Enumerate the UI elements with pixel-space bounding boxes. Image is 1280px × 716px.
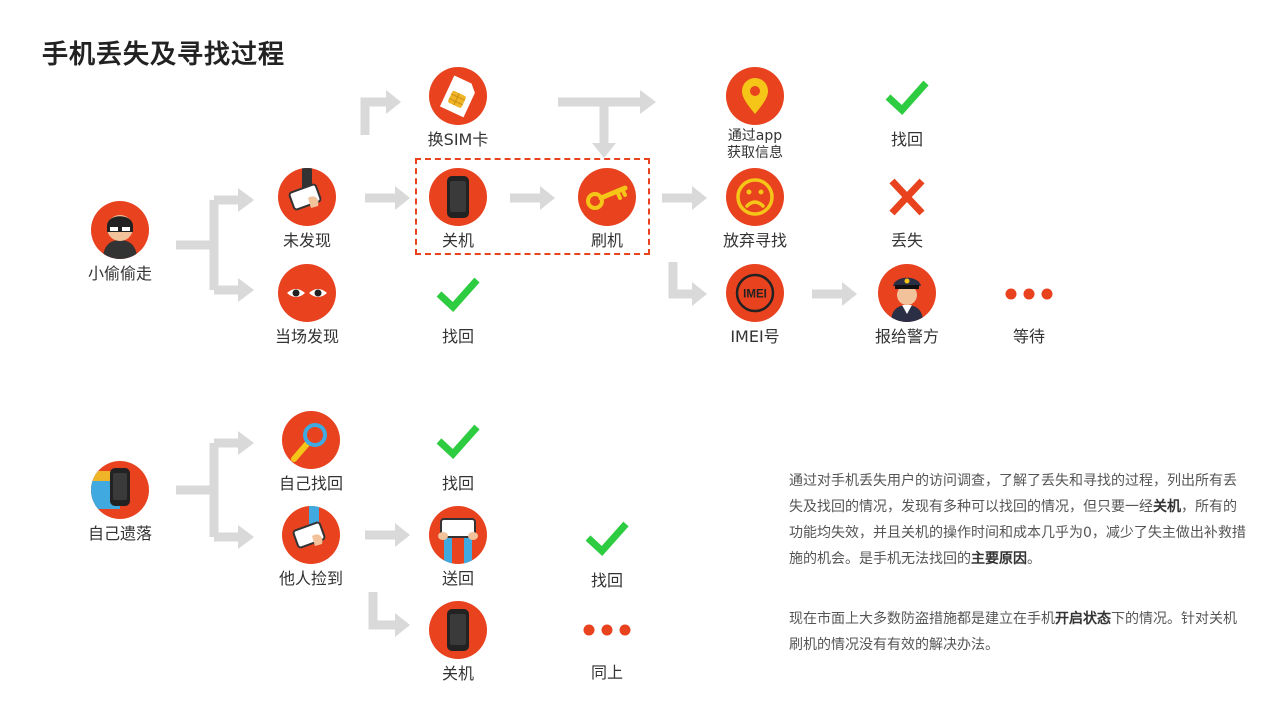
imei-badge-text: IMEI bbox=[743, 289, 767, 301]
node-found: 找回 bbox=[383, 264, 533, 346]
desc-text: 通过对手机丢失用户的访问调查，了解了丢失和寻找的过程，列出所有丢失及找回的情况，… bbox=[789, 473, 1237, 515]
node-imei: IMEI IMEI号 bbox=[680, 264, 830, 346]
node-label: 报给警方 bbox=[874, 327, 939, 346]
node-label: 通过app 获取信息 bbox=[727, 128, 783, 162]
hand-phone-icon bbox=[278, 168, 336, 226]
node-found-app: 找回 bbox=[832, 67, 982, 149]
desc-text: 。 bbox=[1027, 551, 1041, 567]
check-icon bbox=[878, 67, 936, 125]
node-same: 同上 bbox=[532, 600, 682, 682]
node-label: 等待 bbox=[1012, 327, 1045, 346]
phone-icon bbox=[429, 601, 487, 659]
branch-arrow-2 bbox=[176, 438, 238, 542]
node-self-found: 自己找回 bbox=[236, 411, 386, 493]
hand-phone-icon bbox=[282, 506, 340, 564]
check-icon bbox=[429, 411, 487, 469]
node-label: 换SIM卡 bbox=[427, 130, 489, 149]
dots-icon bbox=[578, 600, 636, 658]
node-self-lost: 自己遗落 bbox=[45, 461, 195, 543]
node-label: 关机 bbox=[441, 231, 474, 250]
magnifier-icon bbox=[282, 411, 340, 469]
node-shutdown: 关机 bbox=[383, 168, 533, 250]
node-label: 小偷偷走 bbox=[87, 264, 152, 283]
node-sim: 换SIM卡 bbox=[383, 67, 533, 149]
eyes-icon bbox=[278, 264, 336, 322]
node-label: 关机 bbox=[441, 664, 474, 683]
node-label: 丢失 bbox=[890, 231, 923, 250]
desc-emphasis: 主要原因 bbox=[971, 551, 1027, 567]
node-undiscovered: 未发现 bbox=[232, 168, 382, 250]
desc-text: ，所有的功能均失效，并且关机的操作时间和成本几乎为0，减少了失主做出补救措施的机… bbox=[789, 499, 1246, 567]
arrow-sim-merge bbox=[558, 97, 640, 143]
node-wait: 等待 bbox=[954, 264, 1104, 346]
dots-icon bbox=[1000, 264, 1058, 322]
phone-icon bbox=[429, 168, 487, 226]
arrow-to-sim bbox=[360, 97, 386, 135]
node-label: 他人捡到 bbox=[278, 569, 343, 588]
desc-emphasis: 关机 bbox=[1153, 499, 1181, 515]
sim-card-icon bbox=[429, 67, 487, 125]
node-found-returned: 找回 bbox=[532, 508, 682, 590]
imei-icon: IMEI bbox=[726, 264, 784, 322]
node-flash: 刷机 bbox=[532, 168, 682, 250]
node-label: 找回 bbox=[890, 130, 923, 149]
node-found-self: 找回 bbox=[383, 411, 533, 493]
description-paragraph-1: 通过对手机丢失用户的访问调查，了解了丢失和寻找的过程，列出所有丢失及找回的情况，… bbox=[789, 468, 1249, 572]
arrow-to-shutdown-2 bbox=[368, 592, 395, 630]
hands-phone-icon bbox=[429, 506, 487, 564]
node-label: 同上 bbox=[590, 663, 623, 682]
arrow-to-imei bbox=[668, 262, 692, 299]
node-label: 送回 bbox=[441, 569, 474, 588]
desc-text: 现在市面上大多数防盗措施都是建立在手机 bbox=[789, 611, 1055, 627]
node-label: 当场发现 bbox=[274, 327, 339, 346]
sad-face-icon bbox=[726, 168, 784, 226]
node-label: 刷机 bbox=[590, 231, 623, 250]
critical-path-highlight bbox=[415, 158, 650, 255]
check-icon bbox=[578, 508, 636, 566]
node-giveup: 放弃寻找 bbox=[680, 168, 830, 250]
key-icon bbox=[578, 168, 636, 226]
thief-icon bbox=[91, 201, 149, 259]
node-spotted: 当场发现 bbox=[232, 264, 382, 346]
desc-emphasis: 开启状态 bbox=[1055, 611, 1111, 627]
node-picked: 他人捡到 bbox=[236, 506, 386, 588]
cross-icon bbox=[878, 168, 936, 226]
location-pin-icon bbox=[726, 67, 784, 125]
check-icon bbox=[429, 264, 487, 322]
node-label: 找回 bbox=[441, 474, 474, 493]
phone-lost-icon bbox=[91, 461, 149, 519]
node-label: 找回 bbox=[590, 571, 623, 590]
node-label: 找回 bbox=[441, 327, 474, 346]
node-label: 放弃寻找 bbox=[722, 231, 787, 250]
branch-arrow bbox=[176, 195, 238, 295]
node-label: 未发现 bbox=[282, 231, 331, 250]
node-police: 报给警方 bbox=[832, 264, 982, 346]
node-label: 自己找回 bbox=[278, 474, 343, 493]
node-app: 通过app 获取信息 bbox=[680, 67, 830, 162]
node-label: 自己遗落 bbox=[87, 524, 152, 543]
desc-text: 下的情况。针对关机刷机的情况没有有效的解决办法。 bbox=[789, 611, 1237, 653]
page-title: 手机丢失及寻找过程 bbox=[42, 40, 286, 70]
node-label: IMEI号 bbox=[730, 327, 780, 346]
node-thief: 小偷偷走 bbox=[45, 201, 195, 283]
label-line: 获取信息 bbox=[727, 145, 783, 161]
police-icon bbox=[878, 264, 936, 322]
node-returned: 送回 bbox=[383, 506, 533, 588]
node-shutdown-2: 关机 bbox=[383, 601, 533, 683]
label-line: 通过app bbox=[727, 128, 783, 144]
node-lost: 丢失 bbox=[832, 168, 982, 250]
description-paragraph-2: 现在市面上大多数防盗措施都是建立在手机开启状态下的情况。针对关机刷机的情况没有有… bbox=[789, 606, 1249, 658]
